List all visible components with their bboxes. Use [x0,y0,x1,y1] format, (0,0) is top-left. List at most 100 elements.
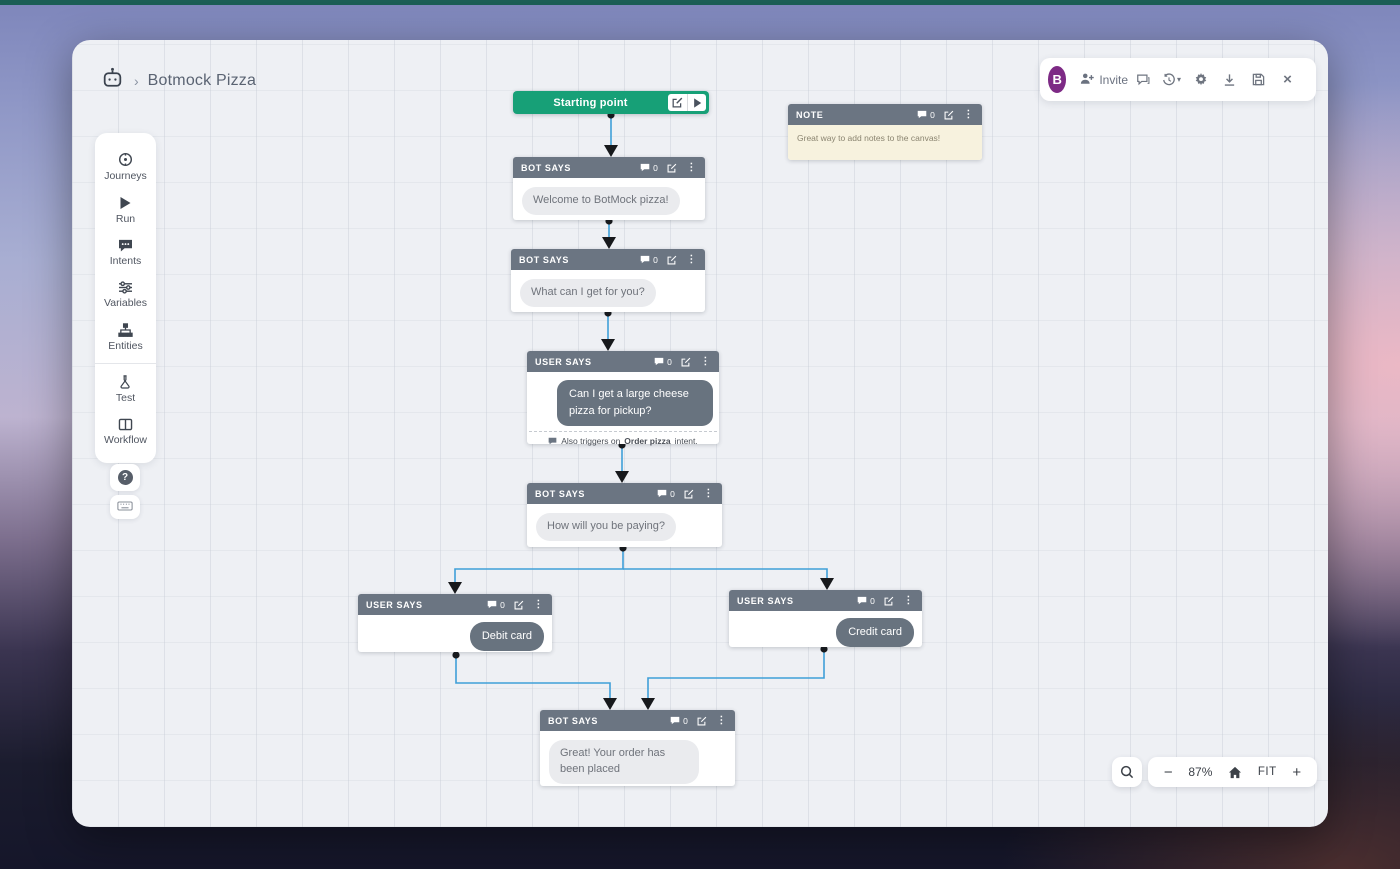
sidebar-item-label: Journeys [104,170,147,182]
shortcuts-button[interactable] [110,495,140,519]
trigger-text: Also triggers on [561,436,621,447]
node-bot-what[interactable]: BOT SAYS 0 ⋮ What can I get for you? [511,249,705,312]
edit-icon[interactable] [668,94,687,111]
sidebar-item-workflow[interactable]: Workflow [95,411,156,453]
comments-icon[interactable] [1128,73,1157,86]
node-header: USER SAYS 0 ⋮ [358,594,552,615]
zoom-out-button[interactable]: − [1163,763,1173,781]
note-header: NOTE 0 ⋮ [788,104,982,125]
sidebar-item-intents[interactable]: Intents [95,232,156,274]
kebab-menu-icon[interactable]: ⋮ [700,355,711,367]
search-button[interactable] [1112,757,1142,787]
comment-count: 0 [670,488,676,499]
kebab-menu-icon[interactable]: ⋮ [686,253,697,265]
person-plus-icon [1080,72,1095,88]
avatar[interactable]: B [1048,66,1067,93]
play-icon[interactable] [687,94,706,111]
node-header: BOT SAYS 0 ⋮ [513,157,705,178]
comment-count-icon[interactable] [657,489,667,498]
zoom-level: 87% [1188,765,1213,779]
user-message-bubble: Can I get a large cheese pizza for picku… [557,380,713,427]
node-bot-welcome[interactable]: BOT SAYS 0 ⋮ Welcome to BotMock pizza! [513,157,705,220]
sidebar-item-journeys[interactable]: Journeys [95,145,156,189]
sidebar-item-entities[interactable]: Entities [95,316,156,359]
sidebar-item-variables[interactable]: Variables [95,274,156,316]
node-user-credit[interactable]: USER SAYS 0 ⋮ Credit card [729,590,922,648]
comment-count-icon[interactable] [640,163,650,172]
history-icon[interactable]: ▾ [1157,72,1186,87]
starting-point-label: Starting point [553,96,628,109]
edit-icon[interactable] [667,163,677,173]
kebab-menu-icon[interactable]: ⋮ [533,598,544,610]
node-starting-point[interactable]: Starting point [513,91,709,114]
kebab-menu-icon[interactable]: ⋮ [963,108,974,120]
comment-count: 0 [653,254,659,265]
invite-button[interactable]: Invite [1080,72,1128,88]
edit-icon[interactable] [697,716,707,726]
sidebar-item-run[interactable]: Run [95,189,156,232]
kebab-menu-icon[interactable]: ⋮ [903,594,914,606]
node-note[interactable]: NOTE 0 ⋮ Great way to add notes to the c… [788,104,982,160]
intent-trigger-row[interactable]: Also triggers on Order pizza intent. [529,431,717,451]
edit-icon[interactable] [944,110,954,120]
journeys-icon [118,152,133,167]
sidebar-item-test[interactable]: Test [95,368,156,411]
edit-icon[interactable] [884,596,894,606]
comment-count-icon[interactable] [654,357,664,366]
node-user-pizza[interactable]: USER SAYS 0 ⋮ Can I get a large cheese p… [527,351,719,446]
node-header: USER SAYS 0 ⋮ [729,590,922,611]
kebab-menu-icon[interactable]: ⋮ [686,161,697,173]
node-type-label: BOT SAYS [521,162,571,173]
trigger-text-suffix: intent. [674,436,698,447]
node-type-label: USER SAYS [737,595,794,606]
node-user-debit[interactable]: USER SAYS 0 ⋮ Debit card [358,594,552,652]
node-type-label: NOTE [796,109,824,120]
download-icon[interactable] [1215,73,1244,87]
robot-logo-icon[interactable] [100,66,125,96]
edit-icon[interactable] [514,600,524,610]
settings-gear-icon[interactable] [1186,72,1215,87]
app-window: › Botmock Pizza B Invite [72,40,1328,827]
kebab-menu-icon[interactable]: ⋮ [703,487,714,499]
keyboard-icon [117,498,133,516]
user-message-bubble: Debit card [469,622,544,652]
comment-count: 0 [500,599,506,610]
node-bot-paying[interactable]: BOT SAYS 0 ⋮ How will you be paying? [527,483,722,547]
entities-icon [118,323,133,337]
node-header: BOT SAYS 0 ⋮ [527,483,722,504]
search-icon [1120,765,1134,779]
edit-icon[interactable] [684,489,694,499]
trigger-intent-name: Order pizza [624,436,671,447]
edit-icon[interactable] [667,255,677,265]
breadcrumb: › Botmock Pizza [100,66,256,96]
page-title: Botmock Pizza [147,72,257,89]
comment-count-icon[interactable] [917,110,927,119]
edit-icon[interactable] [681,357,691,367]
chevron-down-icon: ▾ [1176,75,1181,84]
top-toolbar: B Invite [1040,58,1316,101]
comment-count-icon[interactable] [857,596,867,605]
intent-bubble-icon [548,437,557,445]
help-button[interactable]: ? [110,464,140,491]
zoom-in-button[interactable]: + [1292,763,1302,781]
bot-message-bubble: Great! Your order has been placed [549,740,699,784]
comment-count-icon[interactable] [670,716,680,725]
comment-count-icon[interactable] [487,600,497,609]
comment-count-icon[interactable] [640,255,650,264]
home-button[interactable] [1228,766,1242,779]
user-message-bubble: Credit card [836,618,914,648]
comment-count: 0 [683,715,689,726]
sidebar-item-label: Intents [109,255,142,267]
intents-icon [118,239,133,252]
node-type-label: BOT SAYS [535,488,585,499]
save-icon[interactable] [1244,73,1273,86]
kebab-menu-icon[interactable]: ⋮ [716,714,727,726]
node-bot-placed[interactable]: BOT SAYS 0 ⋮ Great! Your order has been … [540,710,735,786]
workflow-icon [118,418,133,431]
bot-message-bubble: How will you be paying? [536,513,677,541]
node-type-label: BOT SAYS [548,715,598,726]
close-icon[interactable]: × [1283,71,1292,88]
chevron-right-icon: › [134,73,139,89]
fit-button[interactable]: FIT [1257,766,1277,778]
sidebar-divider [95,363,156,364]
